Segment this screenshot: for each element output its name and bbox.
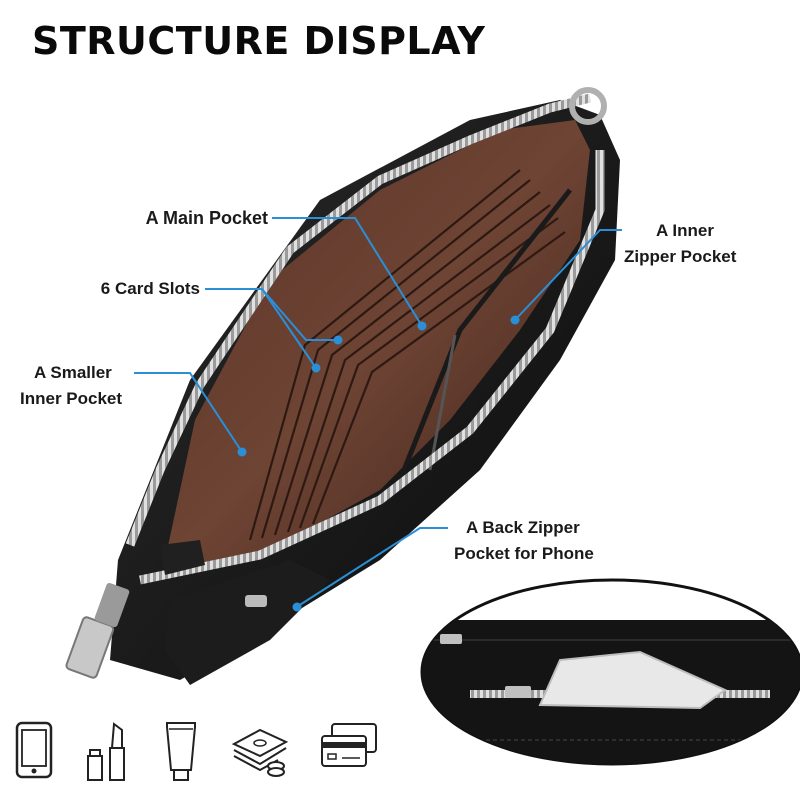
cash-and-coins-icon <box>231 728 289 777</box>
inset-detail <box>420 578 800 766</box>
inner-zipper-line <box>397 188 572 481</box>
zipper-ring <box>569 87 607 125</box>
lipstick-icon <box>87 722 125 781</box>
back-pocket-panel <box>165 560 330 685</box>
lower-zipper <box>139 150 605 585</box>
top-zipper <box>125 93 592 547</box>
label-inner-zipper-pocket: A Inner Zipper Pocket <box>624 221 737 266</box>
label-smaller-inner-pocket: A Smaller Inner Pocket <box>20 363 123 408</box>
inset-phone <box>538 650 727 710</box>
leader-dots <box>237 315 520 612</box>
bank-cards-icon <box>321 723 377 767</box>
inner-lining <box>165 120 590 570</box>
label-back-zipper-pocket: A Back Zipper Pocket for Phone <box>454 518 594 563</box>
label-main-pocket: A Main Pocket <box>145 208 268 228</box>
label-card-slots: 6 Card Slots <box>100 279 200 298</box>
page-title: STRUCTURE DISPLAY <box>32 19 486 63</box>
capacity-icons <box>0 720 800 790</box>
zipper-pull <box>65 540 205 679</box>
lotion-tube-icon <box>166 722 196 781</box>
phone-icon <box>15 721 53 779</box>
leader-lines <box>134 217 622 609</box>
